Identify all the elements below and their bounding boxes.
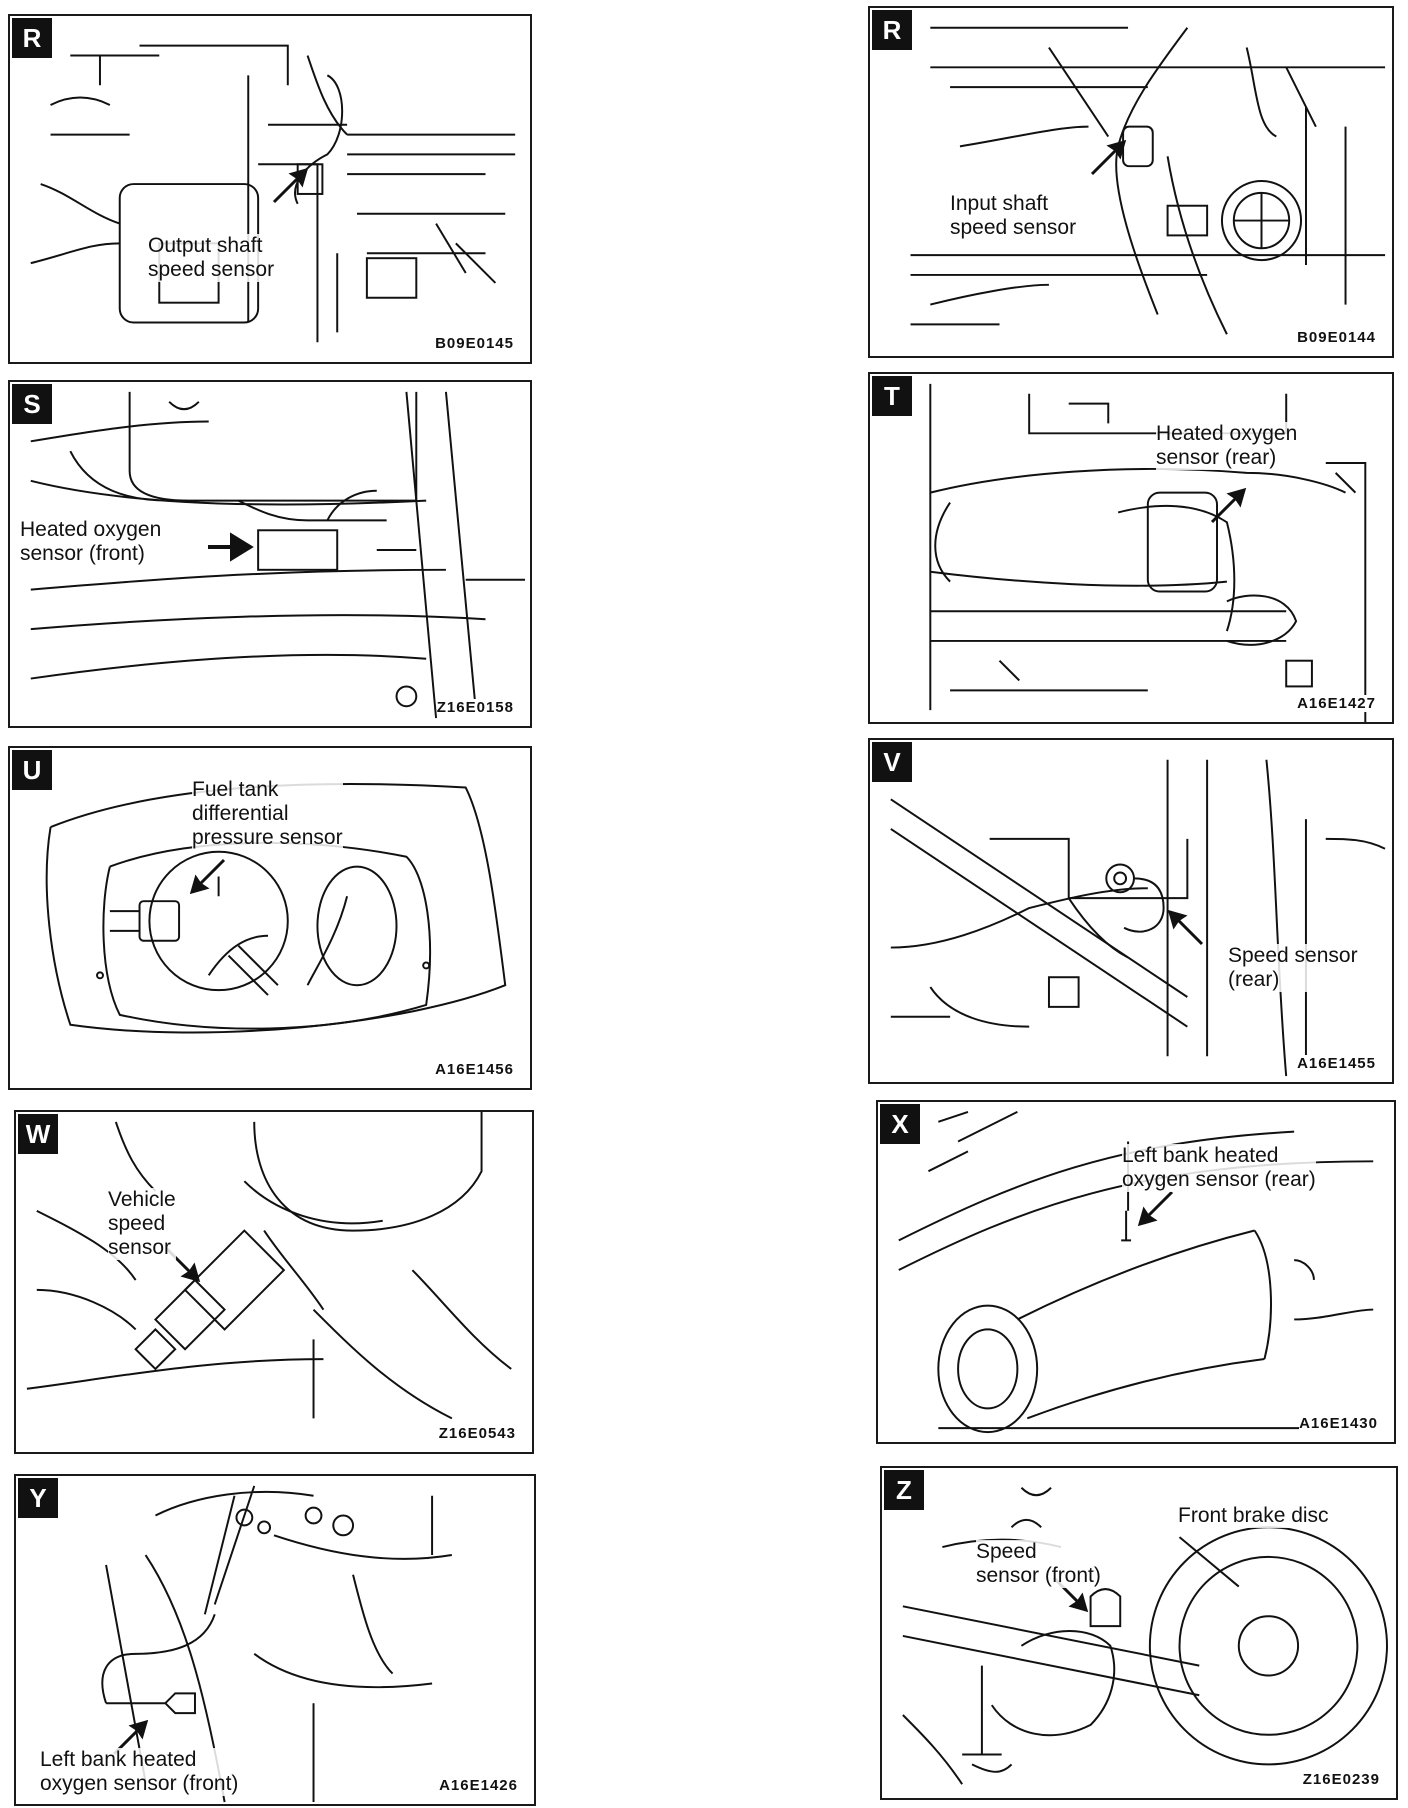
panel-letter: W [18, 1114, 58, 1154]
pointer-arrow [1090, 139, 1127, 176]
callout-label: Output shaft speed sensor [148, 234, 275, 282]
figure-code: A16E1430 [1299, 1415, 1378, 1432]
callout-line: Heated oxygen [20, 518, 162, 541]
callout-line: Heated oxygen [1156, 422, 1298, 445]
figure-code: A16E1455 [1297, 1055, 1376, 1072]
callout-label: Speed sensor (rear) [1228, 944, 1358, 992]
callout-line: Front brake disc [1178, 1504, 1329, 1527]
pointer-arrow [1210, 487, 1247, 524]
callout-label: Heated oxygen sensor (front) [20, 518, 162, 566]
callout-line: Vehicle [108, 1188, 176, 1211]
line-drawing [929, 383, 1367, 722]
figure-code: B09E0144 [1297, 329, 1376, 346]
callout-label: Left bank heated oxygen sensor (front) [40, 1748, 239, 1796]
callout-label-brake-disc: Front brake disc [1178, 1504, 1329, 1528]
callout-line: Left bank heated [40, 1748, 197, 1771]
callout-line: speed [108, 1212, 166, 1235]
pointer-arrow [272, 167, 309, 204]
pointer-arrow [1052, 1576, 1089, 1613]
figure-panel-y: Y Left bank heated oxygen sensor (front)… [14, 1474, 536, 1806]
figure-panel-r-output: R Output shaft speed sensor B09E0145 [8, 14, 532, 364]
pointer-arrow [1137, 1190, 1174, 1227]
callout-line: pressure sensor [192, 826, 343, 849]
figure-code: Z16E0239 [1302, 1771, 1380, 1788]
callout-line: oxygen sensor (rear) [1122, 1168, 1316, 1191]
callout-line: Speed sensor [1228, 944, 1358, 967]
pointer-arrow [112, 1719, 149, 1756]
pointer-arrow [208, 532, 254, 562]
callout-line: differential [192, 802, 289, 825]
callout-label: Fuel tank differential pressure sensor [192, 778, 343, 850]
panel-letter: U [12, 750, 52, 790]
figure-code: A16E1456 [435, 1061, 514, 1078]
callout-line: Fuel tank [192, 778, 279, 801]
callout-line: Speed [976, 1540, 1037, 1563]
line-drawing [101, 1485, 453, 1803]
figure-panel-w: W Vehicle speed sensor Z16E0543 [14, 1110, 534, 1454]
callout-label: Speed sensor (front) [976, 1540, 1101, 1588]
callout-line: Output shaft [148, 234, 263, 257]
callout-line: sensor [108, 1236, 172, 1259]
callout-line: Left bank heated [1122, 1144, 1279, 1167]
callout-label: Input shaft speed sensor [950, 192, 1077, 240]
callout-label: Heated oxygen sensor (rear) [1156, 422, 1298, 470]
figure-panel-s: S Heated oxygen sensor (front) Z16E0158 [8, 380, 532, 728]
figure-code: B09E0145 [435, 335, 514, 352]
line-drawing [30, 391, 526, 719]
panel-letter: X [880, 1104, 920, 1144]
figure-panel-v: V Speed sensor (rear) A16E1455 [868, 738, 1394, 1084]
callout-label: Left bank heated oxygen sensor (rear) [1122, 1144, 1316, 1192]
callout-line: speed sensor [950, 216, 1077, 239]
figure-code: Z16E0543 [438, 1425, 516, 1442]
panel-letter: V [872, 742, 912, 782]
callout-line: sensor (rear) [1156, 446, 1277, 469]
line-drawing [898, 1110, 1374, 1434]
panel-letter: S [12, 384, 52, 424]
callout-line: sensor (front) [976, 1564, 1101, 1587]
callout-line: speed sensor [148, 258, 275, 281]
pointer-arrow [164, 1246, 201, 1283]
figure-panel-x: X Left bank heated oxygen sensor (rear) … [876, 1100, 1396, 1444]
figure-code: A16E1427 [1297, 695, 1376, 712]
panel-letter: Z [884, 1470, 924, 1510]
callout-line: (rear) [1228, 968, 1280, 991]
pointer-arrow [189, 858, 226, 895]
callout-line: sensor (front) [20, 542, 145, 565]
line-drawing [26, 1112, 512, 1420]
callout-line: oxygen sensor (front) [40, 1772, 239, 1795]
figure-panel-r-input: R Input shaft speed sensor B09E0144 [868, 6, 1394, 358]
callout-line: Input shaft [950, 192, 1049, 215]
panel-letter: R [872, 10, 912, 50]
figure-panel-t: T Heated oxygen sensor (rear) A16E1427 [868, 372, 1394, 724]
line-drawing [902, 1487, 1388, 1785]
figure-code: Z16E0158 [436, 699, 514, 716]
line-drawing [910, 26, 1386, 335]
figure-panel-u: U Fuel tank differential pressure sensor… [8, 746, 532, 1090]
figure-code: A16E1426 [439, 1777, 518, 1794]
pointer-arrow [1167, 909, 1204, 946]
panel-letter: R [12, 18, 52, 58]
callout-label: Vehicle speed sensor [108, 1188, 176, 1260]
line-drawing [890, 759, 1386, 1077]
figure-panel-z: Z Speed sensor (front) Front brake disc … [880, 1466, 1398, 1800]
panel-letter: T [872, 376, 912, 416]
panel-letter: Y [18, 1478, 58, 1518]
